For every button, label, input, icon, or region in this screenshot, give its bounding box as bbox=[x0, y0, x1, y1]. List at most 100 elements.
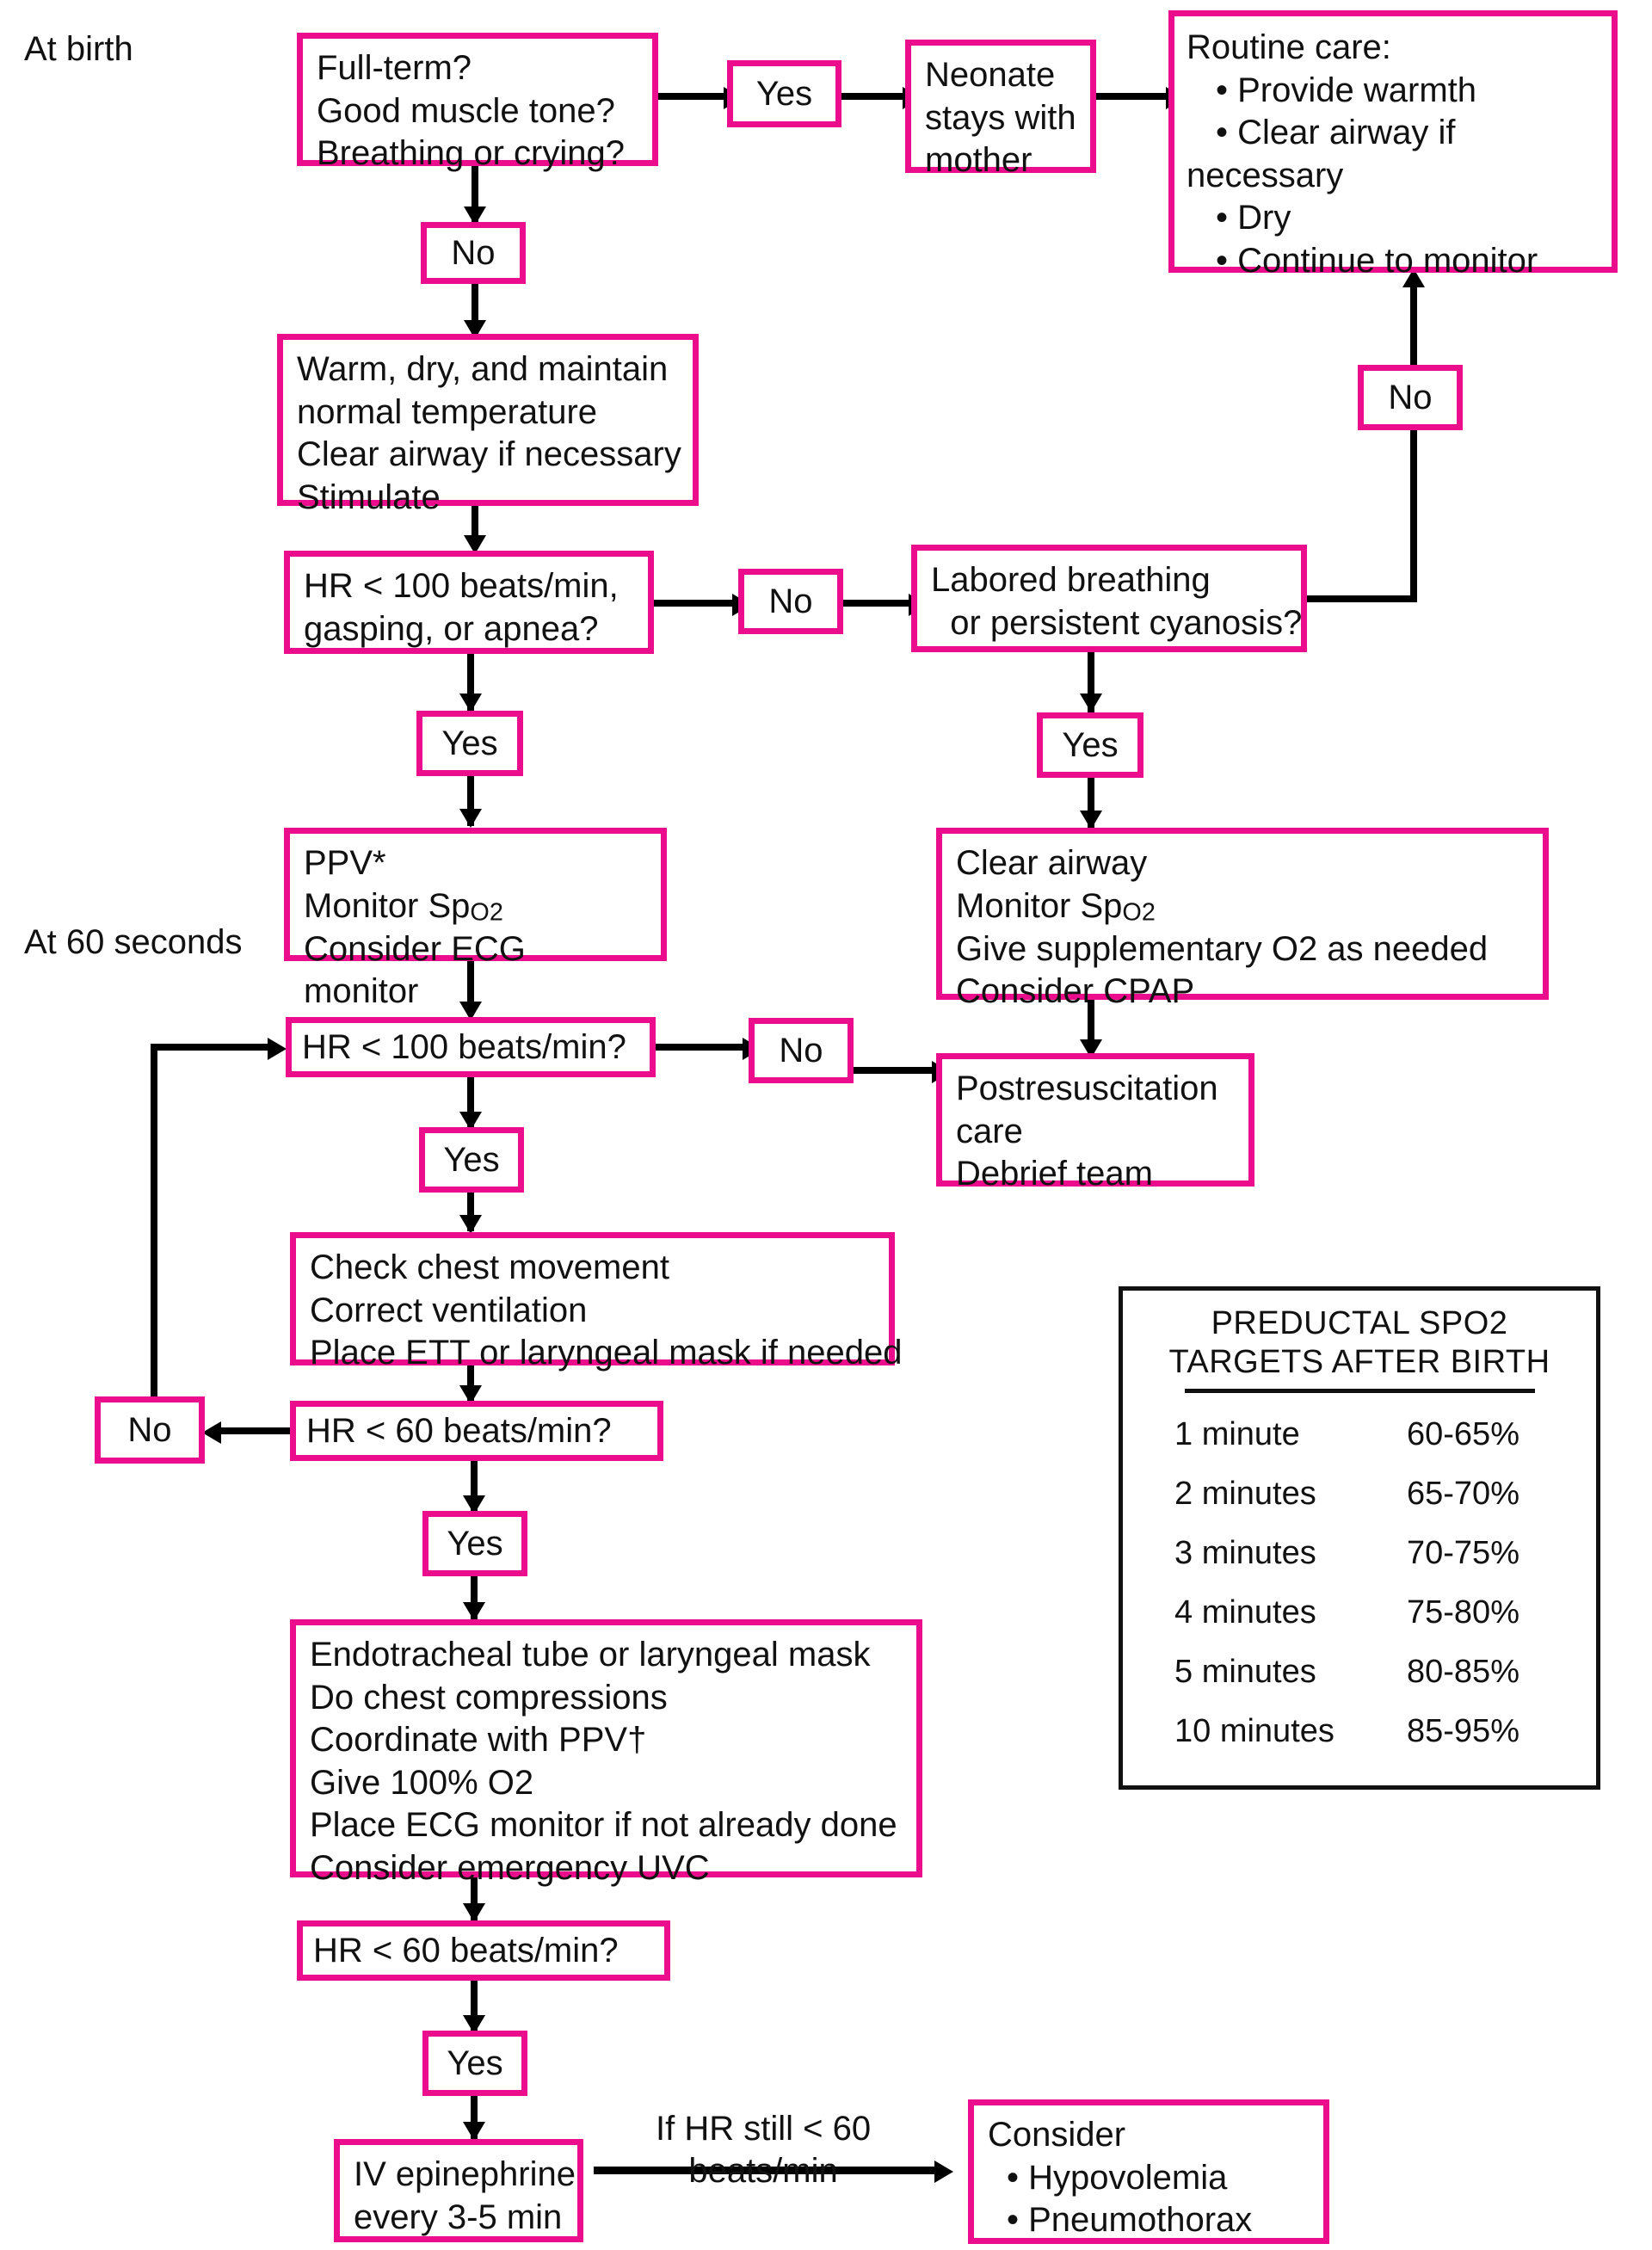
spo2-table-row: 1 minute 60-65% bbox=[1123, 1405, 1596, 1464]
connector-check-chest-to-hr60-first bbox=[467, 1365, 474, 1402]
ppv-line-monitor-spo2: Monitor SpO2 bbox=[304, 886, 503, 927]
routine-care-item-dry: • Dry bbox=[1216, 199, 1291, 237]
box-hr60-check-first: HR < 60 beats/min? bbox=[290, 1401, 663, 1461]
arrowhead-yes-to-ppv bbox=[459, 809, 482, 828]
routine-care-item-clear-airway-wrap: necessary bbox=[1187, 156, 1344, 194]
spo2-target-cell: 60-65% bbox=[1407, 1415, 1519, 1452]
spo2-time-cell: 10 minutes bbox=[1174, 1712, 1335, 1749]
connector-neonate-to-routine-care bbox=[1096, 93, 1169, 100]
connector-feedback-vertical bbox=[151, 1044, 157, 1405]
arrowhead-feedback-to-hr100-check bbox=[268, 1038, 287, 1060]
decision-yes-hr60-first: Yes bbox=[422, 1511, 527, 1576]
connector-yes-to-iv-epinephrine bbox=[471, 2096, 478, 2139]
spo2-target-cell: 75-80% bbox=[1407, 1593, 1519, 1630]
connector-yes-to-ppv bbox=[467, 776, 474, 826]
box-routine-care: Routine care: • Provide warmth • Clear a… bbox=[1168, 10, 1618, 280]
decision-no-hr100-gasping: No bbox=[738, 569, 843, 634]
arrowhead-yes-to-iv-epinephrine bbox=[463, 2122, 485, 2141]
stage-label-at-60-seconds: At 60 seconds bbox=[24, 923, 243, 961]
spo2-table-row: 10 minutes 85-95% bbox=[1123, 1702, 1596, 1761]
connector-clear-airway-to-postresus bbox=[1088, 1000, 1094, 1053]
connector-labored-to-routine-vertical bbox=[1410, 284, 1417, 602]
box-consider: Consider • Hypovolemia • Pneumothorax bbox=[968, 2099, 1329, 2244]
arrowhead-yes-to-check-chest bbox=[459, 1215, 482, 1234]
stage-label-at-birth: At birth bbox=[24, 30, 133, 68]
connector-no-to-warm-dry bbox=[472, 284, 478, 337]
decision-yes-initial: Yes bbox=[727, 60, 841, 127]
connector-hr100-check-to-no bbox=[656, 1044, 746, 1051]
consider-item-pneumothorax: • Pneumothorax bbox=[1007, 2201, 1253, 2240]
connector-yes-to-clear-airway bbox=[1088, 778, 1094, 828]
routine-care-item-continue-monitor: • Continue to monitor bbox=[1216, 241, 1538, 280]
arrowhead-labored-to-routine-care bbox=[1402, 268, 1425, 287]
decision-yes-labored-breathing: Yes bbox=[1037, 712, 1143, 778]
clear-airway-line-consider-cpap: Consider CPAP bbox=[956, 972, 1195, 1011]
ppv-line-consider-ecg: Consider ECG monitor bbox=[304, 929, 526, 1011]
connector-feedback-horizontal bbox=[151, 1044, 275, 1051]
routine-care-item-provide-warmth: • Provide warmth bbox=[1216, 71, 1476, 109]
arrowhead-ppv-to-hr100-check bbox=[459, 1002, 482, 1020]
box-postresuscitation: Postresuscitation care Debrief team bbox=[936, 1053, 1254, 1193]
spo2-targets-table: 1 minute 60-65% 2 minutes 65-70% 3 minutes 70… bbox=[1123, 1405, 1596, 1761]
spo2-panel-rule bbox=[1184, 1388, 1535, 1393]
spo2-time-cell: 4 minutes bbox=[1174, 1593, 1316, 1630]
connector-hr100-check-down-to-yes bbox=[467, 1077, 474, 1131]
connector-assessment-down-to-no bbox=[472, 166, 478, 224]
spo2-table-row: 4 minutes 75-80% bbox=[1123, 1583, 1596, 1643]
connector-hr60-first-down-to-yes bbox=[471, 1461, 478, 1514]
consider-item-hypovolemia: • Hypovolemia bbox=[1007, 2158, 1228, 2197]
connector-iv-epi-to-consider bbox=[594, 2167, 938, 2174]
box-clear-airway: Clear airway Monitor SpO2 Give supplemen… bbox=[936, 828, 1549, 1010]
decision-no-hr60-first: No bbox=[95, 1396, 205, 1464]
spo2-target-cell: 80-85% bbox=[1407, 1653, 1519, 1690]
decision-yes-hr100-check: Yes bbox=[419, 1127, 524, 1193]
connector-labored-down-to-yes bbox=[1088, 652, 1094, 714]
box-hr100-gasping-apnea: HR < 100 beats/min, gasping, or apnea? bbox=[284, 551, 654, 654]
arrowhead-labored-down-to-yes bbox=[1080, 693, 1102, 712]
decision-yes-hr60-second: Yes bbox=[422, 2031, 527, 2096]
spo2-time-cell: 3 minutes bbox=[1174, 1534, 1316, 1571]
spo2-panel-title: PREDUCTAL SPO2 TARGETS AFTER BIRTH bbox=[1168, 1305, 1550, 1380]
spo2-target-cell: 70-75% bbox=[1407, 1534, 1519, 1571]
box-iv-epinephrine: IV epinephrine every 3-5 min bbox=[334, 2139, 583, 2242]
clear-airway-line-clear-airway: Clear airway bbox=[956, 844, 1148, 882]
connector-compressions-to-hr60-second bbox=[471, 1877, 478, 1920]
decision-no-labored-breathing: No bbox=[1358, 365, 1463, 430]
spo2-table-row: 2 minutes 65-70% bbox=[1123, 1464, 1596, 1524]
spo2-table-row: 3 minutes 70-75% bbox=[1123, 1524, 1596, 1583]
arrowhead-iv-epi-to-consider bbox=[934, 2161, 953, 2183]
box-warm-dry-maintain: Warm, dry, and maintain normal temperatu… bbox=[277, 334, 699, 516]
connector-assessment-to-yes bbox=[658, 93, 727, 100]
connector-labored-to-routine-horizontal bbox=[1307, 595, 1417, 602]
connector-no-to-labored-breathing bbox=[843, 600, 912, 607]
spo2-time-cell: 2 minutes bbox=[1174, 1475, 1316, 1512]
box-ppv: PPV* Monitor SpO2 Consider ECG monitor bbox=[284, 828, 667, 1010]
connector-ppv-to-hr100-check bbox=[467, 961, 474, 1015]
connector-yes-to-neonate bbox=[841, 93, 906, 100]
decision-yes-hr100-gasping: Yes bbox=[416, 711, 523, 776]
decision-no-hr100-check: No bbox=[749, 1018, 854, 1083]
spo2-target-cell: 85-95% bbox=[1407, 1712, 1519, 1749]
connector-hr60-second-down-to-yes bbox=[471, 1981, 478, 2034]
label-if-hr-still-60: If HR still < 60 beats/min bbox=[656, 2110, 872, 2190]
connector-hr60-first-to-no bbox=[219, 1427, 292, 1434]
spo2-targets-panel: PREDUCTAL SPO2 TARGETS AFTER BIRTH 1 min… bbox=[1119, 1286, 1600, 1790]
arrowhead-compressions-to-hr60-second bbox=[463, 1903, 485, 1922]
arrowhead-hr60-first-down-to-yes bbox=[463, 1495, 485, 1514]
box-check-chest-movement: Check chest movement Correct ventilation… bbox=[290, 1232, 903, 1372]
ppv-line-ppv: PPV* bbox=[304, 844, 386, 882]
consider-title: Consider bbox=[988, 2116, 1126, 2154]
arrowhead-warm-dry-to-hr100-gasping bbox=[464, 535, 486, 554]
arrowhead-check-chest-to-hr60-first bbox=[459, 1385, 482, 1404]
clear-airway-line-monitor-spo2: Monitor SpO2 bbox=[956, 886, 1156, 927]
spo2-target-cell: 65-70% bbox=[1407, 1475, 1519, 1512]
connector-no-to-postresuscitation bbox=[854, 1067, 935, 1074]
arrowhead-hr60-first-to-no bbox=[202, 1421, 221, 1444]
spo2-time-cell: 1 minute bbox=[1174, 1415, 1300, 1452]
box-labored-breathing: Labored breathing or persistent cyanosis… bbox=[911, 545, 1307, 652]
routine-care-item-clear-airway: • Clear airway if bbox=[1216, 114, 1456, 152]
arrowhead-yes-to-clear-airway bbox=[1080, 811, 1102, 829]
arrowhead-hr100-gasping-down-to-yes bbox=[459, 693, 482, 712]
arrowhead-assessment-down-to-no bbox=[464, 207, 486, 225]
